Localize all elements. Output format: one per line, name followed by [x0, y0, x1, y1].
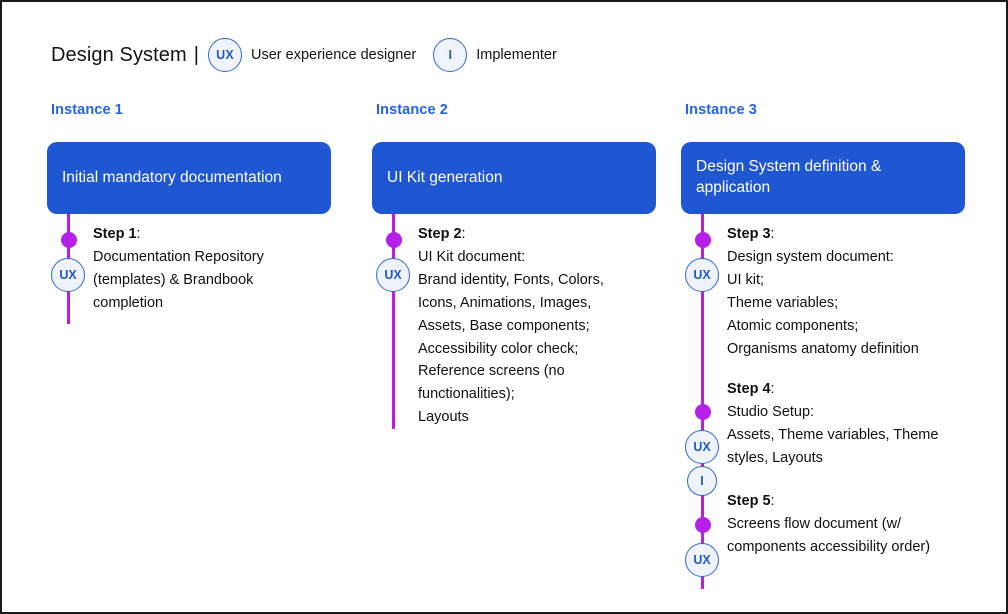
- page-title: Design System: [51, 43, 187, 66]
- step-description-line: Atomic components;: [727, 317, 859, 334]
- ux-role-badge-icon: UX: [376, 258, 410, 292]
- step-description-line: completion: [93, 294, 164, 311]
- implementer-role-badge-icon: I: [433, 38, 468, 72]
- instance-box-1[interactable]: Initial mandatory documentation: [47, 142, 331, 214]
- step-block: Step 1: Documentation Repository (template…: [93, 223, 331, 315]
- step-number-label: Step 2: [418, 226, 462, 242]
- legend-entry-ux: UX User experience designer: [208, 38, 416, 72]
- instance-column-3: Instance 3 Design System definition & app…: [681, 102, 965, 612]
- step-title-suffix: :: [461, 226, 466, 242]
- step-number-label: Step 3: [727, 226, 771, 242]
- step-description-line: Accessibility color check;: [418, 340, 579, 357]
- step-block: Step 2: UI Kit document: Brand identity, F…: [418, 223, 656, 429]
- implementer-role-badge-icon: I: [687, 466, 717, 496]
- step-description-line: Documentation Repository: [93, 248, 264, 265]
- ux-role-badge-icon: UX: [685, 258, 719, 292]
- instance-label-3: Instance 3: [685, 102, 757, 118]
- step-description-line: Assets, Theme variables, Theme: [727, 426, 939, 443]
- step-block: Step 3: Design system document: UI kit; The…: [727, 223, 965, 360]
- step-title-suffix: :: [770, 226, 775, 242]
- step-title: Step 3:: [727, 223, 965, 246]
- legend-entry-implementer: I Implementer: [433, 38, 557, 72]
- step-description-line: Layouts: [418, 409, 469, 426]
- step-description-line: functionalities);: [418, 386, 515, 403]
- step-title: Step 2:: [418, 223, 656, 246]
- timeline-dot-icon: [60, 232, 77, 248]
- step-description: UI Kit document: Brand identity, Fonts, C…: [418, 246, 656, 429]
- step-block: Step 5:Screens flow document (w/componen…: [727, 490, 965, 559]
- step-number-label: Step 4: [727, 381, 771, 397]
- step-description-line: Reference screens (no: [418, 363, 565, 380]
- step-description-line: UI kit;: [727, 271, 765, 288]
- step-title-suffix: :: [770, 381, 775, 397]
- timeline-rail-2: [392, 214, 395, 429]
- timeline-dot-icon: [694, 232, 711, 248]
- timeline-2: UX Step 2: UI Kit document: Brand identity,…: [372, 214, 656, 469]
- legend-label-ux: User experience designer: [251, 47, 417, 63]
- instance-box-title-3: Design System definition & application: [696, 158, 882, 196]
- step-block: Step 4: Studio Setup: Assets, Theme variab…: [727, 378, 965, 470]
- instance-column-1: Instance 1 Initial mandatory documentatio…: [47, 102, 331, 364]
- step-description-line: Brand identity, Fonts, Colors,: [418, 271, 604, 288]
- instance-label-2: Instance 2: [376, 102, 448, 118]
- ux-role-badge-icon: UX: [685, 430, 719, 464]
- timeline-dot-icon: [694, 404, 711, 420]
- instance-box-2[interactable]: UI Kit generation: [372, 142, 656, 214]
- ux-role-badge-icon: UX: [208, 38, 242, 72]
- instance-label-1: Instance 1: [51, 102, 123, 118]
- step-description-line: Screens flow document (w/: [727, 515, 902, 532]
- ux-role-badge-icon: UX: [685, 543, 719, 577]
- step-description-line: Icons, Animations, Images,: [418, 294, 592, 311]
- step-title: Step 4:: [727, 378, 965, 401]
- instance-box-title-2: UI Kit generation: [387, 168, 503, 186]
- timeline-3: UX Step 3: Design system document: UI kit; T…: [681, 214, 965, 612]
- legend-label-implementer: Implementer: [476, 47, 557, 63]
- step-title-suffix: :: [136, 226, 141, 242]
- ux-role-badge-icon: UX: [51, 258, 85, 292]
- legend: Design System | UX User experience desig…: [51, 37, 557, 73]
- step-description-line: styles, Layouts: [727, 449, 823, 466]
- step-title: Step 1:: [93, 223, 331, 246]
- step-title: Step 5:: [727, 490, 965, 513]
- instance-box-3[interactable]: Design System definition & application: [681, 142, 965, 214]
- step-description: Studio Setup: Assets, Theme variables, Th…: [727, 401, 965, 470]
- timeline-1: UX Step 1: Documentation Repository (templa…: [47, 214, 331, 364]
- timeline-dot-icon: [694, 517, 711, 533]
- step-number-label: Step 5: [727, 493, 771, 509]
- step-description: Design system document: UI kit; Theme vari…: [727, 246, 965, 361]
- instance-box-title-1: Initial mandatory documentation: [62, 168, 282, 186]
- step-description-line: Organisms anatomy definition: [727, 340, 919, 357]
- step-description: Screens flow document (w/components acce…: [727, 513, 965, 559]
- title-separator: |: [193, 43, 199, 66]
- step-description-line: components accessibility order): [727, 538, 931, 555]
- timeline-rail-3: [701, 214, 704, 589]
- step-description-line: UI Kit document:: [418, 248, 526, 265]
- step-description-line: Assets, Base components;: [418, 317, 590, 334]
- step-description-line: Design system document:: [727, 248, 894, 265]
- step-description-line: (templates) & Brandbook: [93, 271, 254, 288]
- timeline-dot-icon: [385, 232, 402, 248]
- step-number-label: Step 1: [93, 226, 137, 242]
- step-description-line: Theme variables;: [727, 294, 839, 311]
- step-title-suffix: :: [770, 493, 775, 509]
- step-description-line: Studio Setup:: [727, 403, 815, 420]
- step-description: Documentation Repository (templates) & Br…: [93, 246, 331, 315]
